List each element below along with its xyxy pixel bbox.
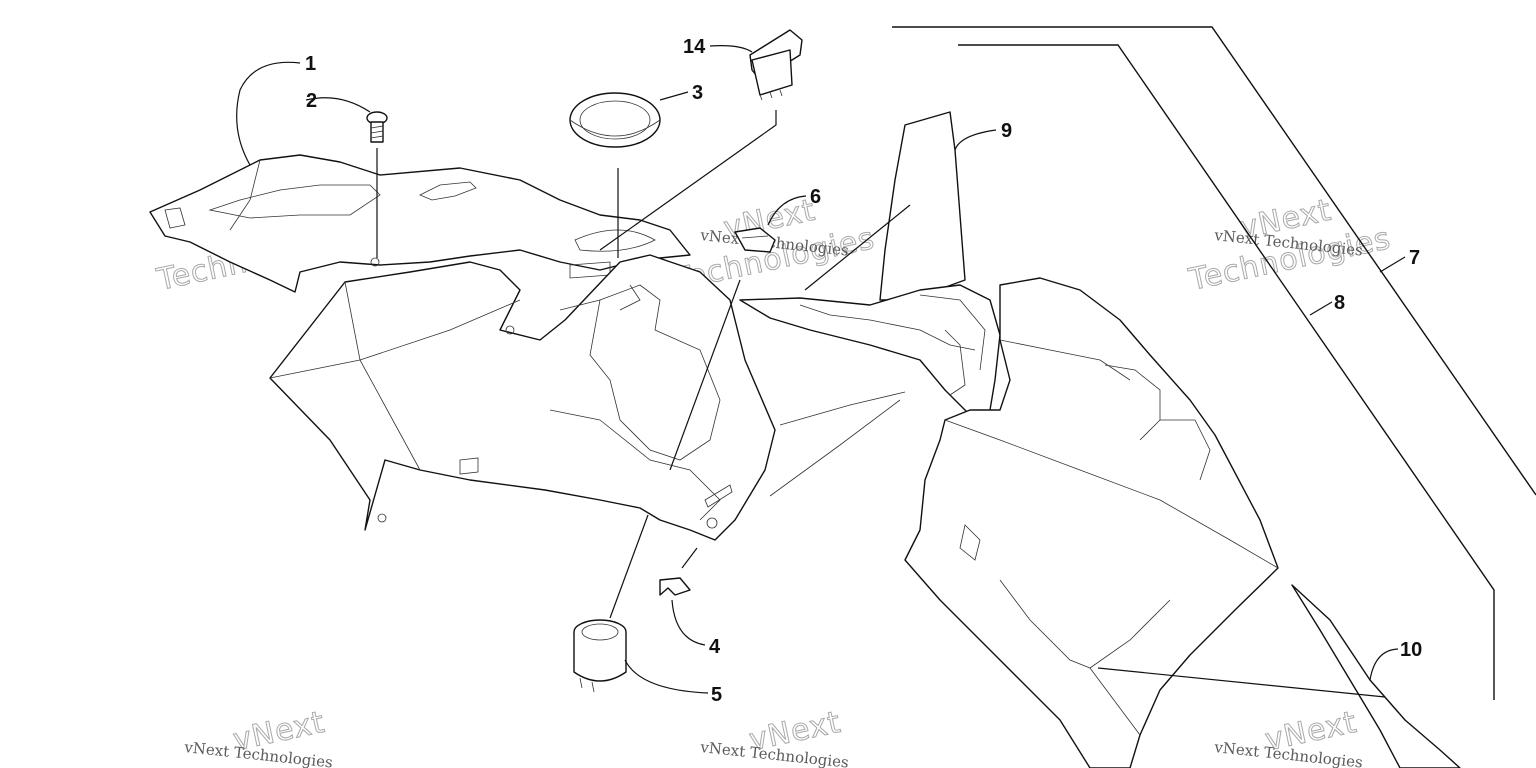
callout-14: 14	[683, 36, 706, 58]
callout-7: 7	[1409, 247, 1420, 269]
part-4-clip	[659, 547, 698, 596]
callout-9: 9	[1001, 120, 1012, 142]
callout-10: 10	[1400, 639, 1422, 661]
part-7-edge	[892, 26, 1536, 496]
callout-4: 4	[709, 636, 721, 658]
part-8-edge	[958, 44, 1495, 700]
windshield-lines	[892, 26, 1536, 700]
callout-3: 3	[692, 82, 703, 104]
callout-2: 2	[306, 90, 317, 112]
callout-8: 8	[1334, 292, 1345, 314]
callout-5: 5	[711, 684, 722, 706]
part-6-grommet	[669, 227, 776, 471]
part-2-screw	[366, 111, 388, 258]
part-9-bracket	[739, 111, 1001, 416]
callout-labels: 1 2 3 4 5 6 7 8 9 10 14	[305, 36, 1422, 706]
part-3-ring	[569, 92, 661, 258]
callout-6: 6	[810, 186, 821, 208]
part-10-shroud	[769, 277, 1461, 768]
dash-lower-body	[269, 254, 776, 541]
part-5-key-switch	[573, 514, 649, 693]
leader-lines	[236, 45, 1406, 698]
callout-1: 1	[305, 53, 316, 75]
part-14-switch	[599, 29, 803, 251]
